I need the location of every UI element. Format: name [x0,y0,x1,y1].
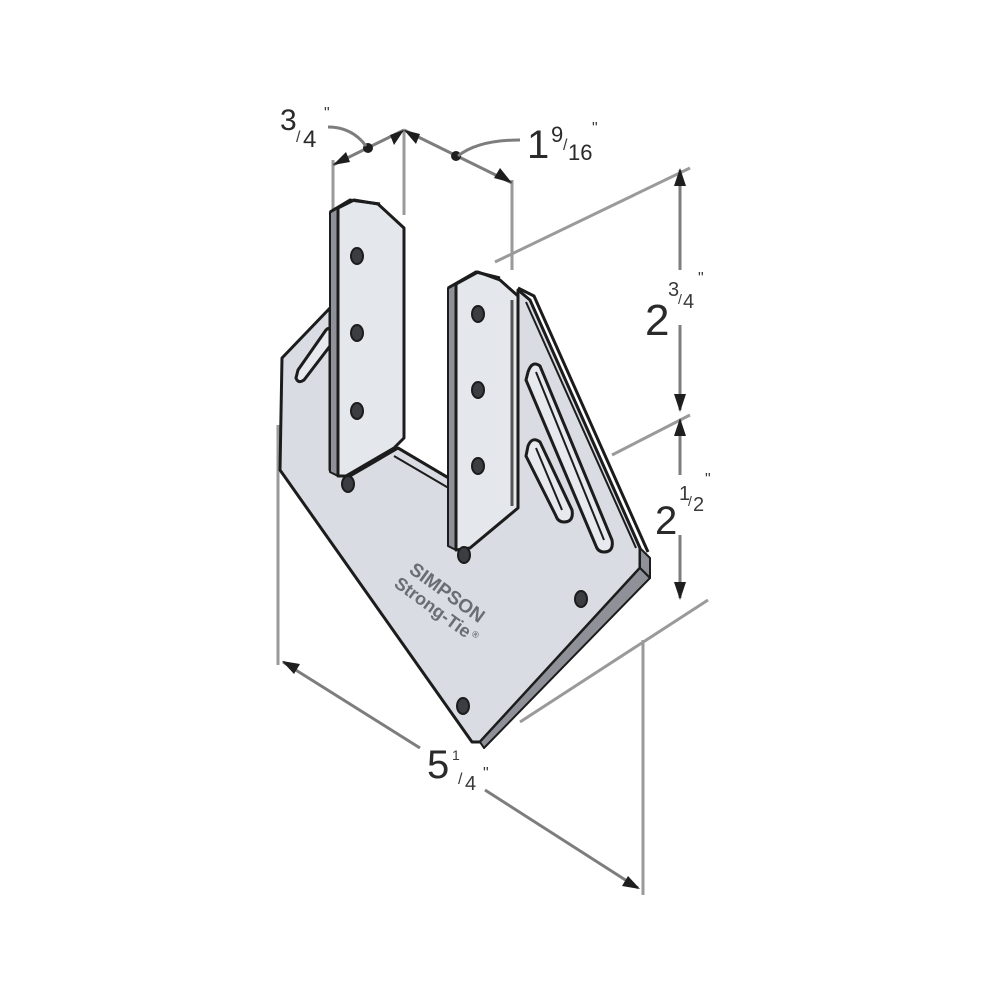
registered-mark: ® [470,629,482,641]
flange-width-numerator: 3 [280,104,297,137]
right-flange-holes [457,305,485,564]
lower-height-whole: 2 [655,499,677,543]
overall-width-whole: 5 [427,743,449,787]
hole-icon [574,590,588,608]
base-plate-bottom-edge [479,567,651,749]
fraction-slash: / [296,129,301,146]
dimension-gap-width: 1 9 / 16 " [403,120,598,185]
hole-icon [471,457,485,475]
right-flange [454,270,520,552]
gap-width-numerator: 9 [551,122,563,147]
inch-mark: " [592,120,598,137]
flange-width-denominator: 4 [303,126,316,153]
hole-icon [471,381,485,399]
fraction-slash: / [563,137,568,154]
upper-height-whole: 2 [645,296,669,345]
upper-height-denominator: 4 [683,291,694,313]
fraction-slash: / [688,493,692,509]
hole-icon [350,402,364,420]
hole-icon [350,324,364,342]
hole-icon [350,247,364,265]
fraction-slash: / [678,291,682,307]
left-flange [336,198,406,478]
inch-mark: " [483,765,489,782]
hole-icon [457,546,471,564]
gap-width-whole: 1 [527,123,549,167]
overall-width-denominator: 4 [465,773,476,795]
dimension-flange-width: 3 / 4 " [280,104,405,167]
gap-width-denominator: 16 [568,140,592,165]
hole-icon [341,475,355,493]
inch-mark: " [324,105,330,122]
dimension-overall-width: 5 1 / 4 " [282,660,640,890]
lower-height-denominator: 2 [693,494,704,516]
fraction-slash: / [458,771,463,788]
dimension-upper-height: 2 3 / 4 " [645,168,704,412]
left-flange-holes [341,247,364,493]
lower-height-numerator: 1 [679,483,690,505]
hole-icon [471,305,485,323]
bracket-part: SIMPSON Strong-Tie ® [278,198,651,749]
inch-mark: " [705,471,711,488]
overall-width-numerator: 1 [452,747,460,763]
extension-lines [276,130,709,895]
inch-mark: " [698,270,704,287]
hole-icon [456,697,470,715]
upper-height-numerator: 3 [668,279,679,301]
dimension-lower-height: 2 1 / 2 " [655,418,711,600]
